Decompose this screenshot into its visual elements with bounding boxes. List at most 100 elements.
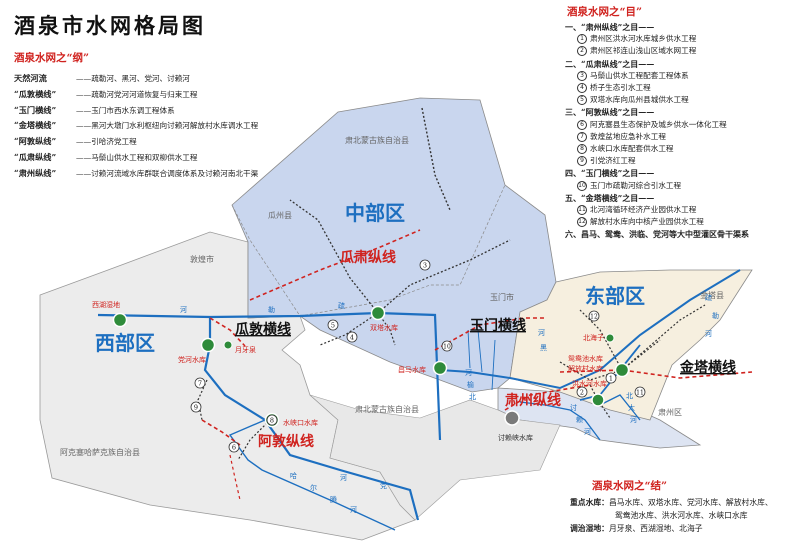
project-marker: 7: [194, 377, 206, 389]
jie-legend: 酒泉水网之“结” 重点水库：昌马水库、双塔水库、党河水库、解放村水库、 鸳鸯池水…: [570, 478, 798, 535]
mu-group: 一、“肃州纵线”之目——: [565, 22, 655, 32]
mu-num: 11: [577, 205, 587, 216]
river-label: 黑: [540, 344, 547, 352]
hongshuihe-node: [591, 393, 605, 407]
project-marker: 8: [266, 414, 278, 426]
gang-desc: ——马鬃山供水工程和双柳供水工程: [76, 152, 198, 162]
node-label: 月牙泉: [235, 345, 256, 354]
river-label: 河: [340, 474, 347, 482]
svg-text:5: 5: [331, 322, 335, 330]
xihu-node: [112, 312, 128, 328]
river-label: 河: [630, 416, 637, 424]
shule-river-east: [439, 269, 741, 390]
county-label: 阿克塞哈萨克族自治县: [60, 447, 140, 457]
river-label: 哈: [290, 471, 297, 480]
yumen-line: [434, 317, 545, 351]
svg-text:10: 10: [443, 344, 451, 351]
west-region-label: 西部区: [95, 331, 155, 355]
beihaizi-node: [605, 333, 615, 343]
project-marker: 10: [441, 340, 453, 352]
mu-text: 肃州区祁连山浅山区域水网工程: [590, 46, 697, 56]
jie-reservoir-row: 重点水库：昌马水库、双塔水库、党河水库、解放村水库、: [570, 496, 798, 509]
jie-value: 月牙泉、西湖湿地、北海子: [608, 524, 703, 533]
gang-name: “肃州纵线”: [14, 167, 57, 178]
project-marker: 11: [634, 386, 646, 398]
gang-name: “玉门横线”: [14, 104, 57, 115]
hashi-river: [228, 419, 396, 531]
project-marker: 4: [346, 331, 358, 343]
mu-text: 双塔水库向瓜州县城供水工程: [590, 95, 689, 105]
gang-row: “金塔横线”——黑河大墩门水利枢纽向讨赖河解放村水库调水工程: [14, 118, 314, 134]
gang-name: “瓜敦横线”: [14, 88, 57, 99]
mu-text: 阿克塞县生态保护及城乡供水一体化工程: [590, 119, 727, 129]
mu-num: 7: [577, 131, 587, 142]
project-line: [319, 312, 379, 346]
gang-row: “瓜敦横线”——疏勒河党河河道恢复与归束工程: [14, 87, 314, 103]
mu-num: 5: [577, 95, 587, 106]
river-label: 党: [380, 481, 387, 490]
mu-text: 解放村水库向中核产业园供水工程: [590, 217, 704, 227]
river-label: 北: [469, 393, 476, 401]
node-label: 北海子: [583, 333, 604, 342]
gang-desc: ——玉门市西水东调工程体系: [76, 105, 175, 115]
project-marker: 12: [588, 310, 600, 322]
changma-node: [432, 360, 448, 376]
svg-text:6: 6: [232, 444, 236, 452]
svg-text:8: 8: [270, 417, 274, 425]
svg-text:3: 3: [423, 262, 427, 270]
river-label: 河: [350, 506, 357, 514]
project-marker: 6: [228, 441, 240, 453]
danghe-node: [200, 337, 216, 353]
svg-text:2: 2: [580, 389, 584, 397]
project-line: [559, 304, 706, 381]
jinta-line: [559, 369, 753, 379]
gang-row: “肃州纵线”——讨赖河流域水库群联合调度体系及讨赖河南北干渠: [14, 166, 314, 182]
node-label: 解放村水库: [568, 364, 603, 373]
river-label: 河: [538, 329, 545, 337]
gang-legend: 酒泉水网之“纲” 天然河流——疏勒河、黑河、党河、讨赖河 “瓜敦横线”——疏勒河…: [14, 50, 314, 182]
mu-text: 马鬃山供水工程配套工程体系: [590, 70, 689, 80]
gang-desc: ——引哈济党工程: [76, 137, 137, 147]
jinta-label: 金塔横线: [679, 359, 736, 376]
east-region-label: 东部区: [585, 284, 645, 308]
mu-num: 4: [577, 83, 587, 94]
mu-text: 引党济红工程: [590, 156, 636, 166]
guasu-label: 瓜肃纵线: [340, 249, 396, 266]
suzhou-line: [504, 384, 591, 411]
jie-label: 重点水库：: [570, 498, 609, 507]
svg-text:12: 12: [590, 314, 598, 321]
river-label: 河: [705, 330, 712, 338]
river-label: 疏: [338, 301, 345, 310]
project-marker: 3: [419, 259, 431, 271]
county-label: 金塔县: [700, 290, 724, 300]
jie-heading: 酒泉水网之“结”: [592, 480, 668, 492]
county-label: 肃北蒙古族自治县: [345, 135, 409, 145]
jie-value: 昌马水库、双塔水库、党河水库、解放村水库、: [608, 498, 773, 507]
river-label: 腾: [330, 495, 337, 504]
gang-row: “瓜肃纵线”——马鬃山供水工程和双柳供水工程: [14, 150, 314, 166]
jie-reservoir-row-2: 鸳鸯池水库、洪水河水库、水峡口水库: [570, 509, 798, 522]
gang-row: “玉门横线” ——玉门市西水东调工程体系: [14, 103, 314, 119]
gang-desc: ——黑河大墩门水利枢纽向讨赖河解放村水库调水工程: [76, 121, 259, 131]
jie-label: 调治湿地：: [570, 524, 609, 533]
yuanyangchi-node: [614, 362, 630, 378]
project-marker: 9: [190, 401, 202, 413]
project-line: [377, 312, 396, 346]
guadun-line: [209, 317, 246, 347]
mu-num: 6: [577, 119, 587, 130]
svg-text:4: 4: [350, 334, 354, 342]
mu-num: 2: [577, 46, 587, 57]
adun-label: 阿敦纵线: [258, 433, 314, 450]
county-label: 敦煌市: [190, 254, 214, 264]
mu-group: 六、昌马、鸳鸯、洪临、党河等大中型灌区骨干渠系: [565, 229, 749, 240]
mu-group: 三、“阿敦纵线”之目——: [565, 107, 655, 118]
